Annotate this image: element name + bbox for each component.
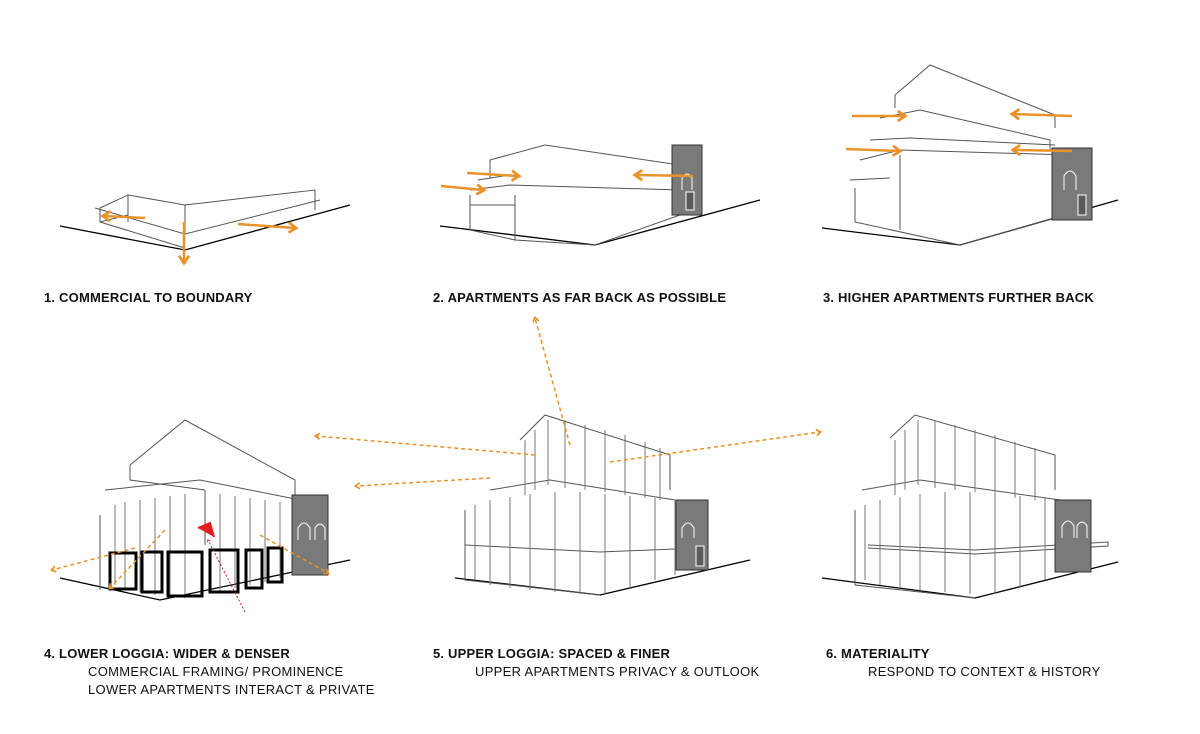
caption-5-sub-1: UPPER APARTMENTS PRIVACY & OUTLOOK bbox=[475, 664, 760, 679]
loggia-mullions bbox=[114, 494, 281, 598]
massing-diagram-4 bbox=[49, 419, 351, 613]
arrow-east bbox=[237, 221, 299, 234]
massing-diagram-5 bbox=[313, 315, 823, 596]
caption-3: 3. HIGHER APARTMENTS FURTHER BACK bbox=[823, 289, 1094, 307]
heritage-building bbox=[1054, 499, 1092, 573]
caption-4: 4. LOWER LOGGIA: WIDER & DENSER COMMERCI… bbox=[44, 645, 375, 699]
lower-loggia-fins bbox=[864, 492, 1046, 594]
lower-loggia-fins bbox=[474, 492, 676, 594]
massing-diagram-2 bbox=[439, 144, 761, 246]
caption-4-title: 4. LOWER LOGGIA: WIDER & DENSER bbox=[44, 646, 290, 661]
ground-floor-frames bbox=[108, 546, 284, 598]
caption-1-title: 1. COMMERCIAL TO BOUNDARY bbox=[44, 290, 253, 305]
arrow-west bbox=[100, 210, 146, 223]
caption-5-title: 5. UPPER LOGGIA: SPACED & FINER bbox=[433, 646, 671, 661]
caption-6-title: 6. MATERIALITY bbox=[826, 646, 930, 661]
caption-4-sub-1: COMMERCIAL FRAMING/ PROMINENCE bbox=[88, 664, 344, 679]
caption-5: 5. UPPER LOGGIA: SPACED & FINER UPPER AP… bbox=[433, 645, 759, 681]
caption-6: 6. MATERIALITY RESPOND TO CONTEXT & HIST… bbox=[826, 645, 1101, 681]
upper-loggia-fins bbox=[524, 420, 661, 500]
caption-2: 2. APARTMENTS AS FAR BACK AS POSSIBLE bbox=[433, 289, 726, 307]
massing-diagram-1 bbox=[59, 189, 351, 266]
caption-6-sub-1: RESPOND TO CONTEXT & HISTORY bbox=[868, 664, 1101, 679]
caption-2-title: 2. APARTMENTS AS FAR BACK AS POSSIBLE bbox=[433, 290, 727, 305]
caption-1: 1. COMMERCIAL TO BOUNDARY bbox=[44, 289, 252, 307]
upper-loggia-fins bbox=[894, 420, 1036, 500]
caption-3-title: 3. HIGHER APARTMENTS FURTHER BACK bbox=[823, 290, 1094, 305]
massing-diagram-6 bbox=[821, 414, 1119, 599]
caption-4-sub-2: LOWER APARTMENTS INTERACT & PRIVATE bbox=[88, 682, 375, 697]
massing-diagram-3 bbox=[821, 64, 1119, 246]
